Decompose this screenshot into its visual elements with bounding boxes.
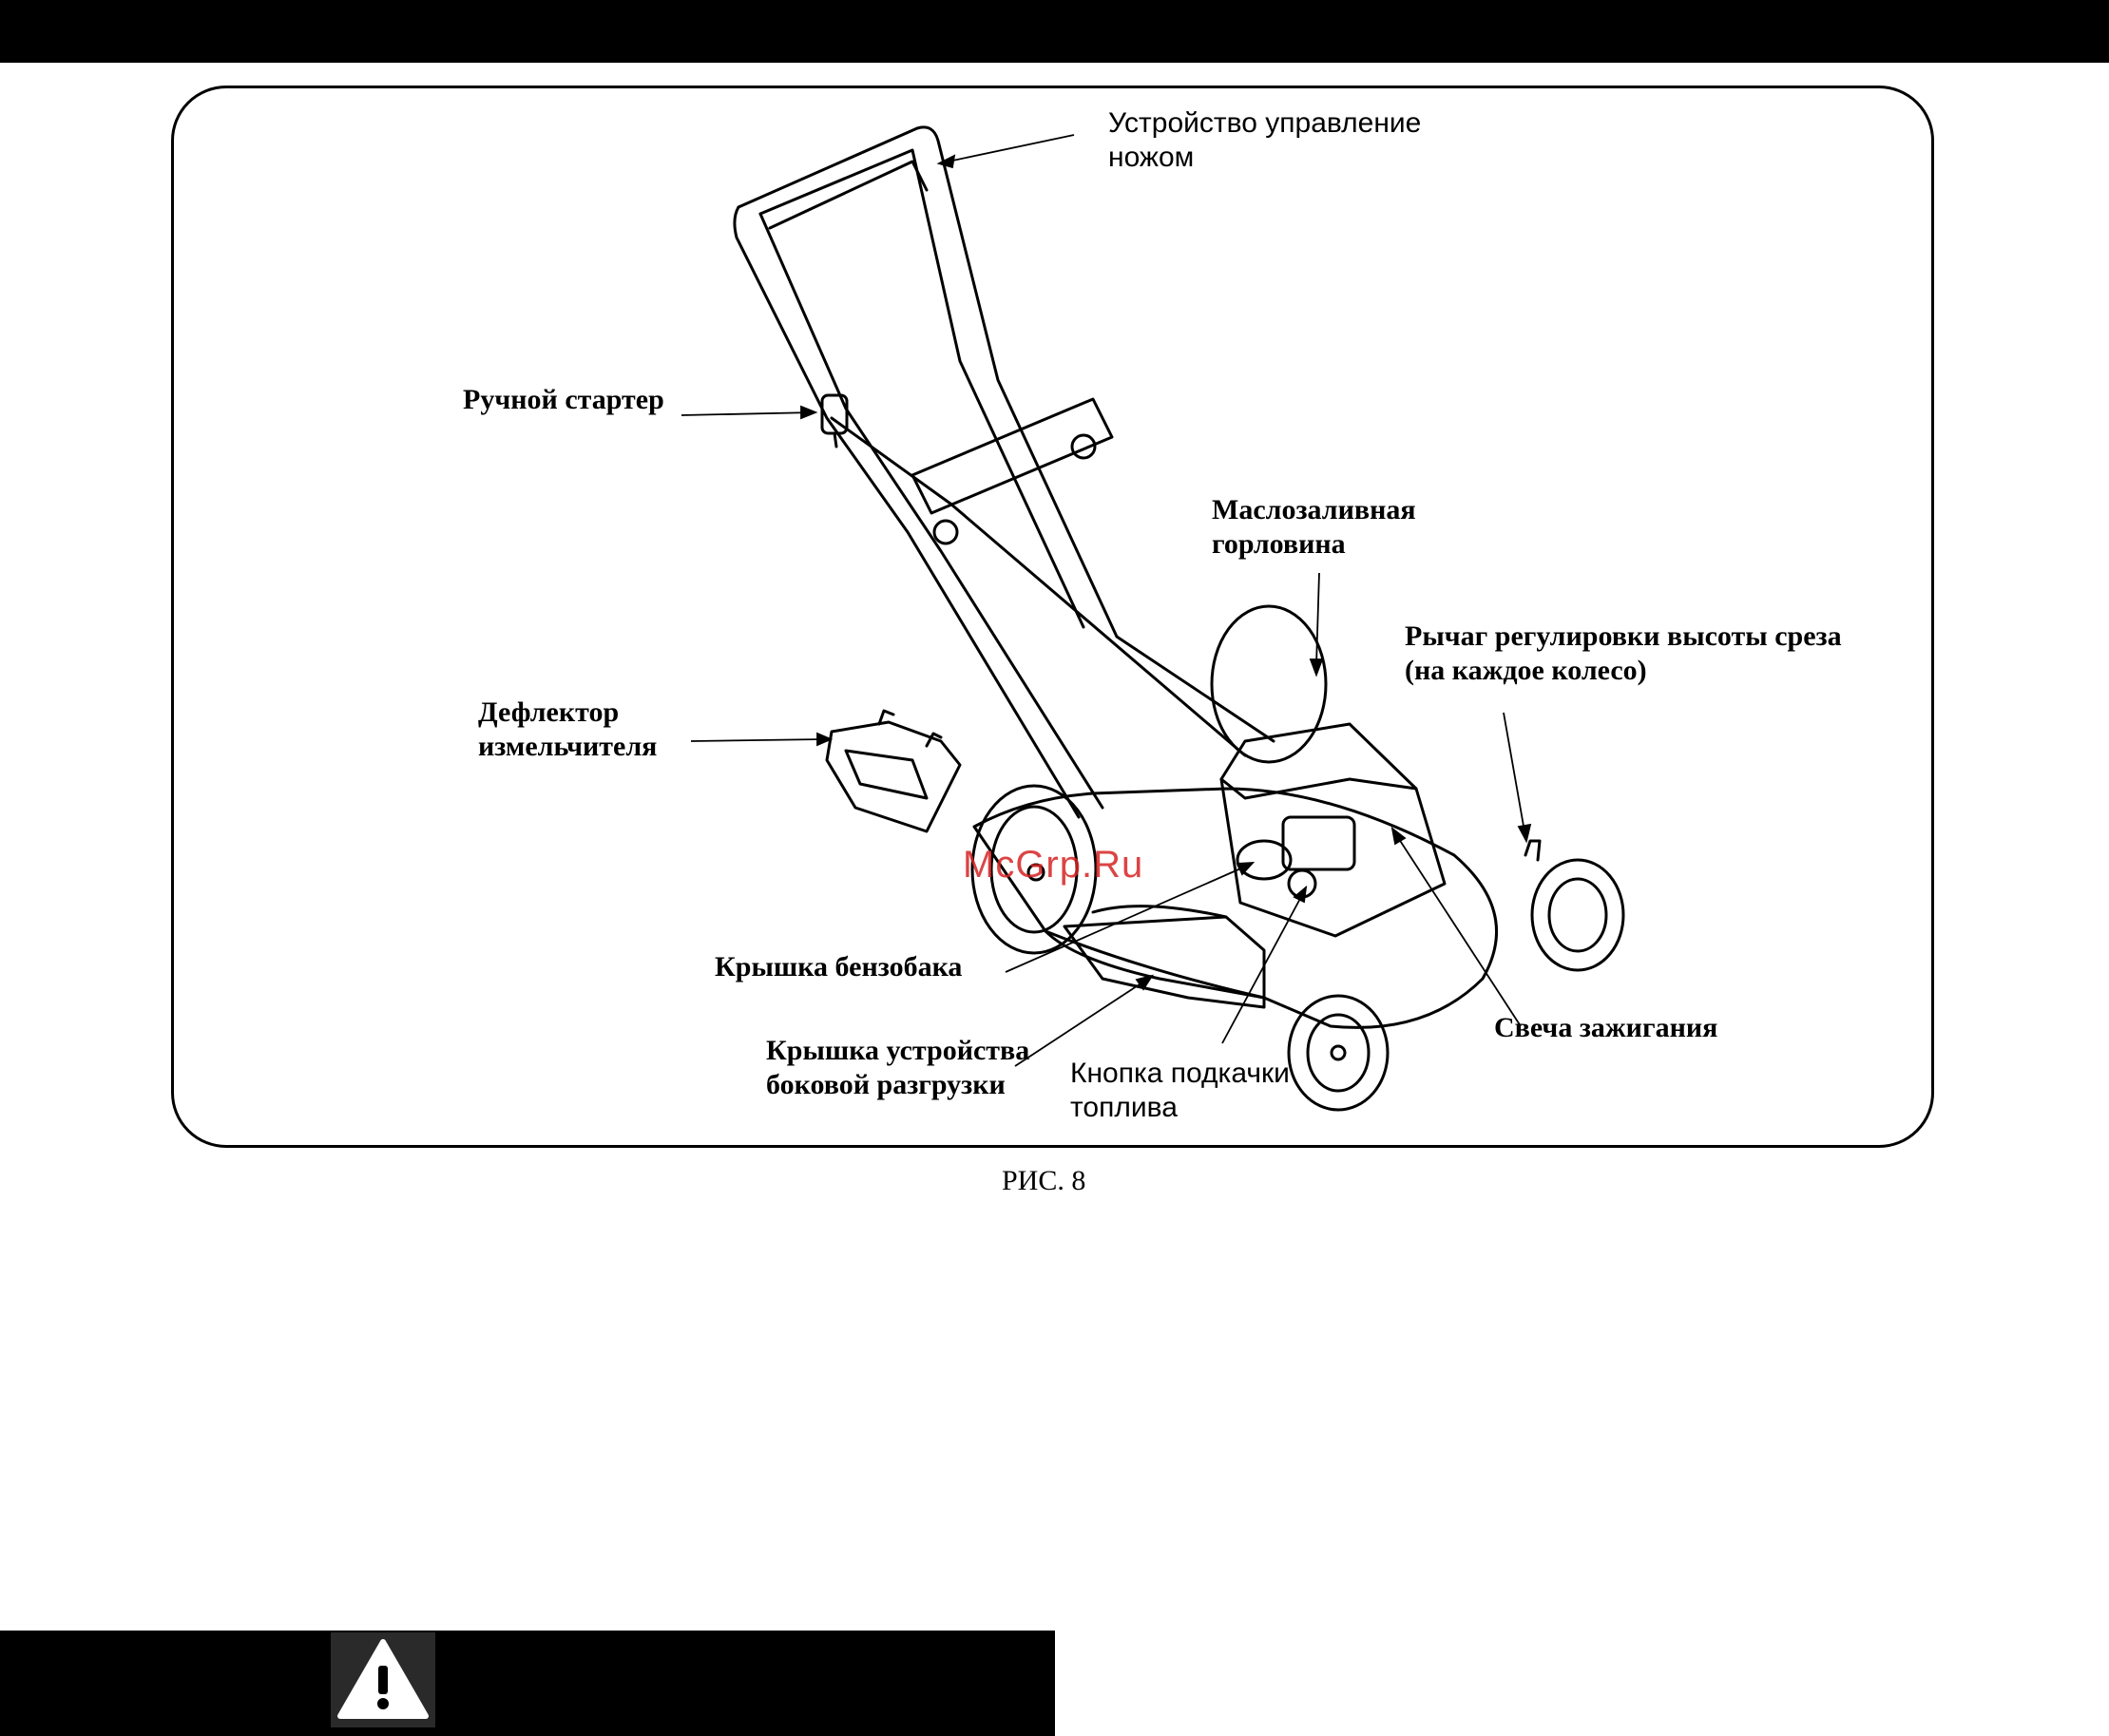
- height-lever: [1525, 841, 1540, 860]
- watermark: McGrp.Ru: [963, 844, 1143, 887]
- front-wheel-left: [1289, 996, 1388, 1110]
- label-height-lever: Рычаг регулировки высоты среза (на каждо…: [1405, 620, 1842, 688]
- warning-triangle-icon: [331, 1632, 435, 1727]
- label-mulch-deflector: Дефлектор измельчителя: [478, 696, 657, 764]
- label-side-discharge-cover: Крышка устройства боковой разгрузки: [766, 1034, 1029, 1102]
- blade-control-bail: [770, 162, 927, 228]
- label-primer-button: Кнопка подкачки топлива: [1070, 1057, 1290, 1125]
- mulch-deflector-part: [827, 722, 960, 831]
- label-spark-plug: Свеча зажигания: [1494, 1011, 1717, 1045]
- warning-bar: [0, 1631, 1055, 1736]
- label-fuel-cap: Крышка бензобака: [715, 950, 962, 984]
- label-blade-control: Устройство управление ножом: [1108, 106, 1421, 175]
- knob-lower: [934, 521, 957, 544]
- label-oil-filler: Маслозаливная горловина: [1212, 493, 1416, 562]
- figure-caption: РИС. 8: [1002, 1165, 1085, 1197]
- engine-housing: [1221, 724, 1445, 936]
- air-filter: [1283, 817, 1354, 869]
- handle-left-rail: [735, 207, 1079, 817]
- front-wheel-right: [1532, 860, 1623, 970]
- handle-crossbar: [912, 399, 1112, 513]
- label-manual-starter: Ручной стартер: [463, 383, 664, 417]
